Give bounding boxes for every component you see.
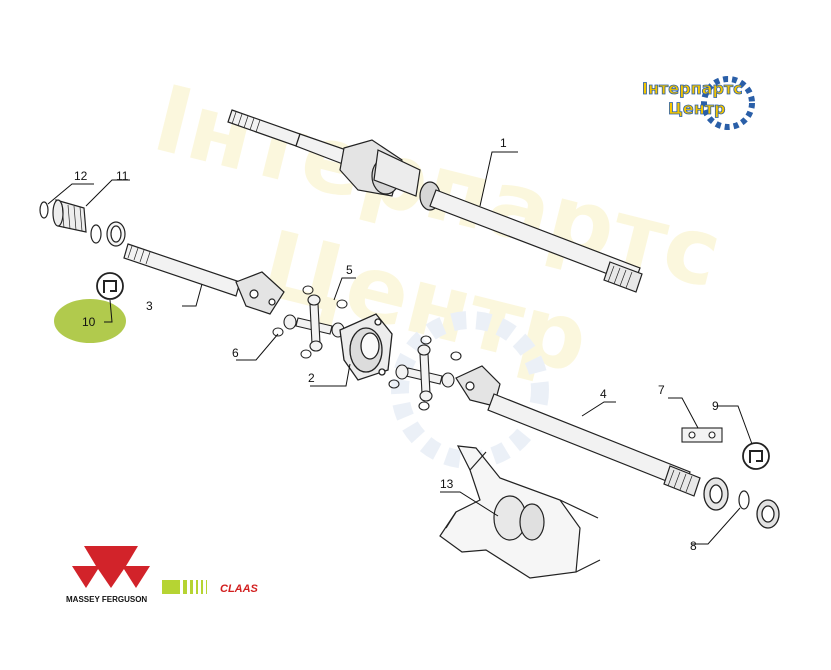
leader-13 [440,491,499,517]
mf-wordmark: MASSEY FERGUSON [66,595,147,604]
leader-3 [182,283,203,307]
leader-lines [47,151,753,545]
callout-8: 8 [690,539,697,553]
callout-13: 13 [440,477,454,491]
leader-6 [236,333,279,361]
part-11-gear[interactable] [52,199,87,233]
mf-triangle-top-icon [84,546,138,566]
callout-labels: 1 2 3 4 5 6 7 8 9 10 11 12 13 [74,136,719,553]
callout-10: 10 [82,315,96,329]
callout-12: 12 [74,169,88,183]
leader-4 [581,401,616,417]
leader-7 [668,397,699,429]
leader-12 [47,183,94,205]
claas-bar-1 [162,580,180,594]
part-8-snap-ring[interactable] [738,490,750,510]
claas-bar-6 [206,580,207,594]
logo-line1: Інтерпартс [642,79,743,98]
part-9-circlip-icon[interactable] [742,442,770,470]
callout-7: 7 [658,383,665,397]
claas-bar-5 [201,580,203,594]
callout-4: 4 [600,387,607,401]
claas-bar-2 [183,580,187,594]
claas-bar-3 [190,580,193,594]
leader-11 [85,179,130,207]
part-9-seal[interactable] [756,499,780,529]
callout-9: 9 [712,399,719,413]
part-bearing[interactable] [703,477,729,511]
highlight-part-10 [54,299,126,343]
callout-3: 3 [146,299,153,313]
leader-1 [479,151,518,207]
interparts-logo: Інтерпартс Центр [642,76,755,130]
mf-triangle-mid-icon [96,566,126,588]
callout-6: 6 [232,346,239,360]
callout-2: 2 [308,371,315,385]
logo-gear-icon [701,76,755,130]
callout-1: 1 [500,136,507,150]
massey-ferguson-logo: MASSEY FERGUSON [66,546,150,604]
claas-bar-4 [196,580,198,594]
part-2-yoke[interactable] [339,313,393,381]
part-10-circlip-icon[interactable] [96,272,124,300]
logo-line2: Центр [668,99,725,118]
watermark: Інтерпартс Центр [144,65,731,469]
claas-logo: CLAAS [162,580,259,595]
part-1-shaft[interactable] [227,109,643,293]
claas-wordmark: CLAAS [220,583,259,595]
mf-triangle-left-icon [72,566,100,588]
part-cross-journal-right[interactable] [388,335,462,411]
part-4-shaft[interactable] [455,365,701,497]
part-12-snap-ring[interactable] [39,201,49,219]
leader-8 [692,507,741,545]
leader-5 [333,277,356,301]
part-13-housing[interactable] [439,445,601,579]
mf-triangle-right-icon [122,566,150,588]
part-bushing[interactable] [90,221,126,247]
part-5-cross-journal[interactable] [283,294,345,352]
callout-5: 5 [346,263,353,277]
part-6-bearing-caps[interactable] [272,285,348,359]
part-7-plate[interactable] [681,427,723,443]
leader-9 [718,405,753,445]
callout-11: 11 [116,169,129,183]
part-3-shaft[interactable] [123,243,285,315]
leader-2 [310,363,351,387]
leader-10 [104,299,113,323]
